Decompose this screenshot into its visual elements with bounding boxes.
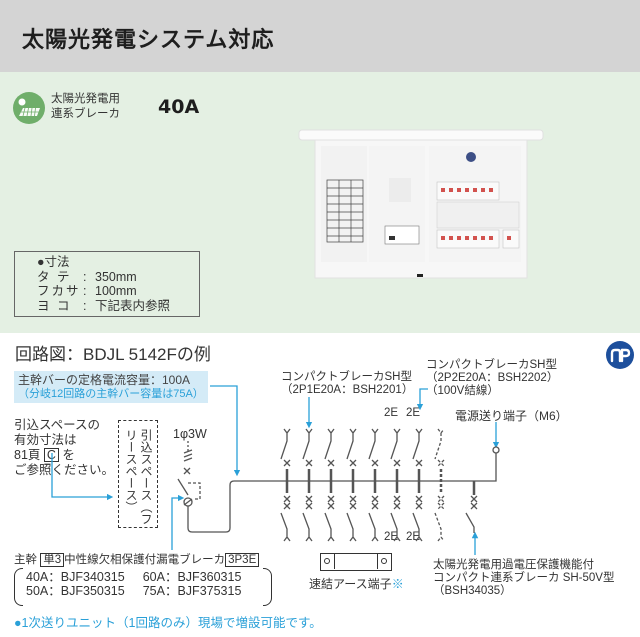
model-entry: 75A：BJF375315	[143, 584, 242, 598]
model-entry: 60A：BJF360315	[143, 570, 242, 584]
breaker-rating: 40A	[158, 96, 200, 118]
label-2e: 2E	[384, 407, 399, 419]
main-breaker-models: 40A：BJF340315 60A：BJF360315 50A：BJF35031…	[14, 568, 272, 606]
free-space-box: 引込スペース（フリースペース）	[118, 420, 158, 528]
footnote: ●1次送りユニット（1回路のみ）現場で増設可能です。	[14, 616, 322, 630]
terminal-cell	[321, 554, 335, 569]
note-mark: ※	[391, 577, 404, 591]
free-space-label: 引込スペース（フリースペース）	[124, 429, 153, 525]
branch-breakers	[280, 427, 478, 543]
model-code: BJF350315	[60, 584, 125, 598]
model-sep: ：	[164, 584, 178, 598]
terminal-cell	[377, 554, 391, 569]
model-code: BJF375315	[177, 584, 242, 598]
dimension-value: 100mm	[95, 284, 137, 298]
note-line: ご参照ください。	[14, 463, 115, 477]
dimension-key: ヨ コ	[37, 298, 72, 313]
model-rating: 60A	[142, 570, 165, 584]
label-2e: 2E	[406, 531, 421, 543]
model-row: 40A：BJF340315 60A：BJF360315	[26, 570, 272, 584]
feature-label-line1: 太陽光発電用	[51, 91, 120, 105]
callout-line: （2P1E20A：BSH2201）	[281, 384, 414, 396]
model-sep: ：	[48, 570, 61, 584]
note-suffix: を	[62, 448, 75, 462]
model-row: 50A：BJF350315 75A：BJF375315	[26, 584, 272, 598]
terminal-screw-icon	[324, 558, 330, 564]
dimensions-box: ●寸法 タ テ : 350mm フカサ : 100mm ヨ コ : 下記表内参照	[14, 251, 200, 317]
busbar-capacity-note: （分岐12回路の主幹バー容量は75A）	[18, 388, 204, 400]
power-feed-terminal-label: 電源送り端子（M6）	[455, 409, 568, 423]
feature-label-line2: 連系ブレーカ	[51, 106, 120, 120]
note-line: 引込スペースの	[14, 418, 101, 432]
note-line: 有効寸法は	[14, 433, 77, 447]
label-2e: 2E	[384, 531, 399, 543]
dimension-separator: :	[83, 298, 87, 313]
dimension-separator: :	[83, 284, 87, 298]
phase-box: 単3	[40, 553, 65, 567]
model-rating: 75A	[142, 584, 165, 598]
model-sep: ：	[164, 570, 178, 584]
dimension-row: フカサ : 100mm	[37, 284, 199, 299]
callout-line: コンパクト連系ブレーカ SH-50V型	[433, 572, 615, 584]
dimension-value: 350mm	[95, 269, 137, 284]
dimension-row: タ テ : 350mm	[37, 270, 199, 285]
dimension-key: フカサ	[37, 284, 81, 298]
note-line: 81頁 C を	[14, 448, 114, 463]
model-rating: 40A	[26, 570, 49, 584]
dimension-key: タ テ	[37, 269, 72, 284]
model-sep: ：	[48, 584, 61, 598]
hp-logo-icon	[606, 341, 634, 369]
callout-line: 太陽光発電用過電圧保護機能付	[433, 559, 594, 571]
terminal-screw-icon	[381, 558, 387, 564]
page-header: 太陽光発電システム対応	[0, 0, 640, 72]
dimensions-heading: ●寸法	[37, 255, 70, 269]
callout-line: （100V結線）	[426, 385, 499, 397]
model-rating: 50A	[26, 584, 49, 598]
callout-line: （BSH34035）	[433, 585, 512, 597]
main-breaker-type: 中性線欠相保護付漏電ブレーカ	[64, 554, 226, 566]
callout-line: コンパクトブレーカSH型	[426, 359, 557, 371]
dimension-value: 下記表内参照	[95, 298, 171, 313]
callout-line: （2P2E20A：BSH2202）	[426, 372, 559, 384]
solar-breaker-callout: 太陽光発電用過電圧保護機能付 コンパクト連系ブレーカ SH-50V型 （BSH3…	[433, 559, 614, 598]
model-entry: 40A：BJF340315	[26, 570, 125, 584]
busbar-capacity: 主幹バーの定格電流容量：100A	[18, 373, 191, 387]
earth-terminal-block	[320, 553, 392, 571]
dimension-row: ヨ コ : 下記表内参照	[37, 299, 199, 314]
breaker-2p1e-callout: コンパクトブレーカSH型 （2P1E20A：BSH2201）	[281, 371, 413, 397]
product-image	[297, 122, 545, 282]
earth-terminal-text: 速結アース端子	[309, 577, 392, 591]
model-code: BJF360315	[177, 570, 242, 584]
earth-terminal-label: 速結アース端子※	[309, 575, 404, 592]
phase-label: 1φ3W	[173, 427, 207, 441]
callout-line: コンパクトブレーカSH型	[281, 371, 412, 383]
page-reference: 81頁	[14, 448, 41, 462]
solar-panel-icon	[13, 92, 45, 124]
feature-label: 太陽光発電用 連系ブレーカ	[51, 91, 120, 121]
main-breaker-prefix: 主幹	[14, 554, 37, 566]
model-entry: 50A：BJF350315	[26, 584, 125, 598]
pole-box: 3P3E	[225, 553, 260, 567]
lead-in-space-note: 引込スペースの 有効寸法は 81頁 C を ご参照ください。	[14, 418, 114, 478]
page-title: 太陽光発電システム対応	[22, 28, 275, 53]
breaker-2p2e-callout: コンパクトブレーカSH型 （2P2E20A：BSH2202） （100V結線）	[426, 359, 558, 398]
dimension-separator: :	[83, 269, 87, 284]
model-code: BJF340315	[60, 570, 125, 584]
busbar-capacity-callout: 主幹バーの定格電流容量：100A （分岐12回路の主幹バー容量は75A）	[14, 371, 208, 403]
reference-box: C	[43, 448, 59, 462]
circuit-diagram-title: 回路図：BDJL 5142Fの例	[15, 345, 211, 364]
label-2e: 2E	[406, 407, 421, 419]
